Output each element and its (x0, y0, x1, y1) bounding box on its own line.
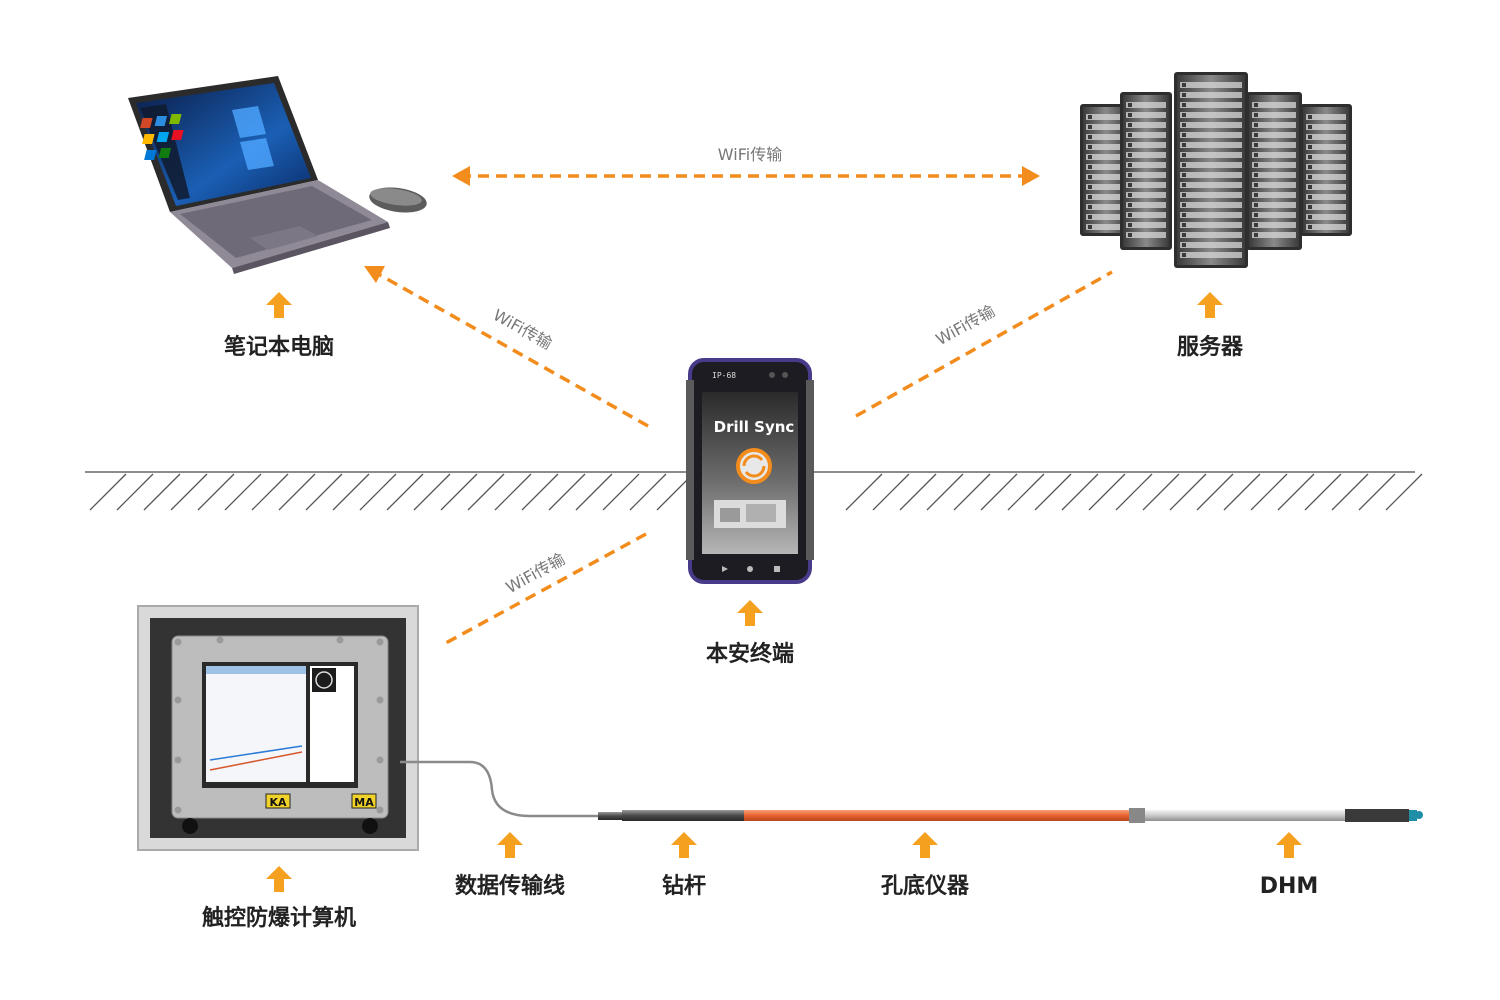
label-rod: 钻杆 (662, 873, 706, 899)
up-arrow-icon (266, 866, 292, 892)
label-instrument: 孔底仪器 (881, 873, 970, 899)
ma-badge: MA (354, 796, 374, 809)
up-arrow-icon (1197, 292, 1223, 318)
drill-rod-icon (598, 808, 1423, 823)
up-arrow-icon (1276, 832, 1302, 858)
up-arrow-icon (671, 832, 697, 858)
app-name: Drill Sync (714, 418, 795, 436)
label-laptop: 笔记本电脑 (224, 334, 334, 360)
label-computer: 触控防爆计算机 (202, 905, 356, 931)
up-arrow-icon (912, 832, 938, 858)
link-label-terminal-computer: WiFi传输 (503, 549, 569, 597)
link-terminal-server (855, 270, 1113, 418)
mouse-icon (369, 187, 427, 213)
laptop-icon (128, 76, 390, 274)
label-server: 服务器 (1177, 335, 1244, 360)
link-terminal-laptop (379, 273, 649, 428)
up-arrow-icon (737, 600, 763, 626)
label-dhm: DHM (1260, 874, 1319, 899)
server-rack-icon (1080, 72, 1352, 268)
ip-rating: IP-68 (712, 371, 736, 380)
data-cable (400, 760, 600, 818)
explosion-proof-computer-icon: KA MA (137, 605, 419, 851)
up-arrow-icon (266, 292, 292, 318)
rugged-terminal-icon: IP-68 Drill Sync (686, 358, 814, 584)
up-arrow-icon (497, 832, 523, 858)
link-label-terminal-laptop: WiFi传输 (490, 305, 556, 353)
server-rack (1120, 92, 1172, 250)
server-rack (1300, 104, 1352, 236)
label-cable: 数据传输线 (455, 873, 565, 899)
label-terminal: 本安终端 (706, 641, 794, 667)
link-terminal-computer (443, 532, 647, 646)
link-label-laptop-server: WiFi传输 (718, 145, 782, 164)
server-rack (1246, 92, 1302, 250)
ka-badge: KA (269, 796, 287, 809)
server-rack (1174, 72, 1248, 268)
